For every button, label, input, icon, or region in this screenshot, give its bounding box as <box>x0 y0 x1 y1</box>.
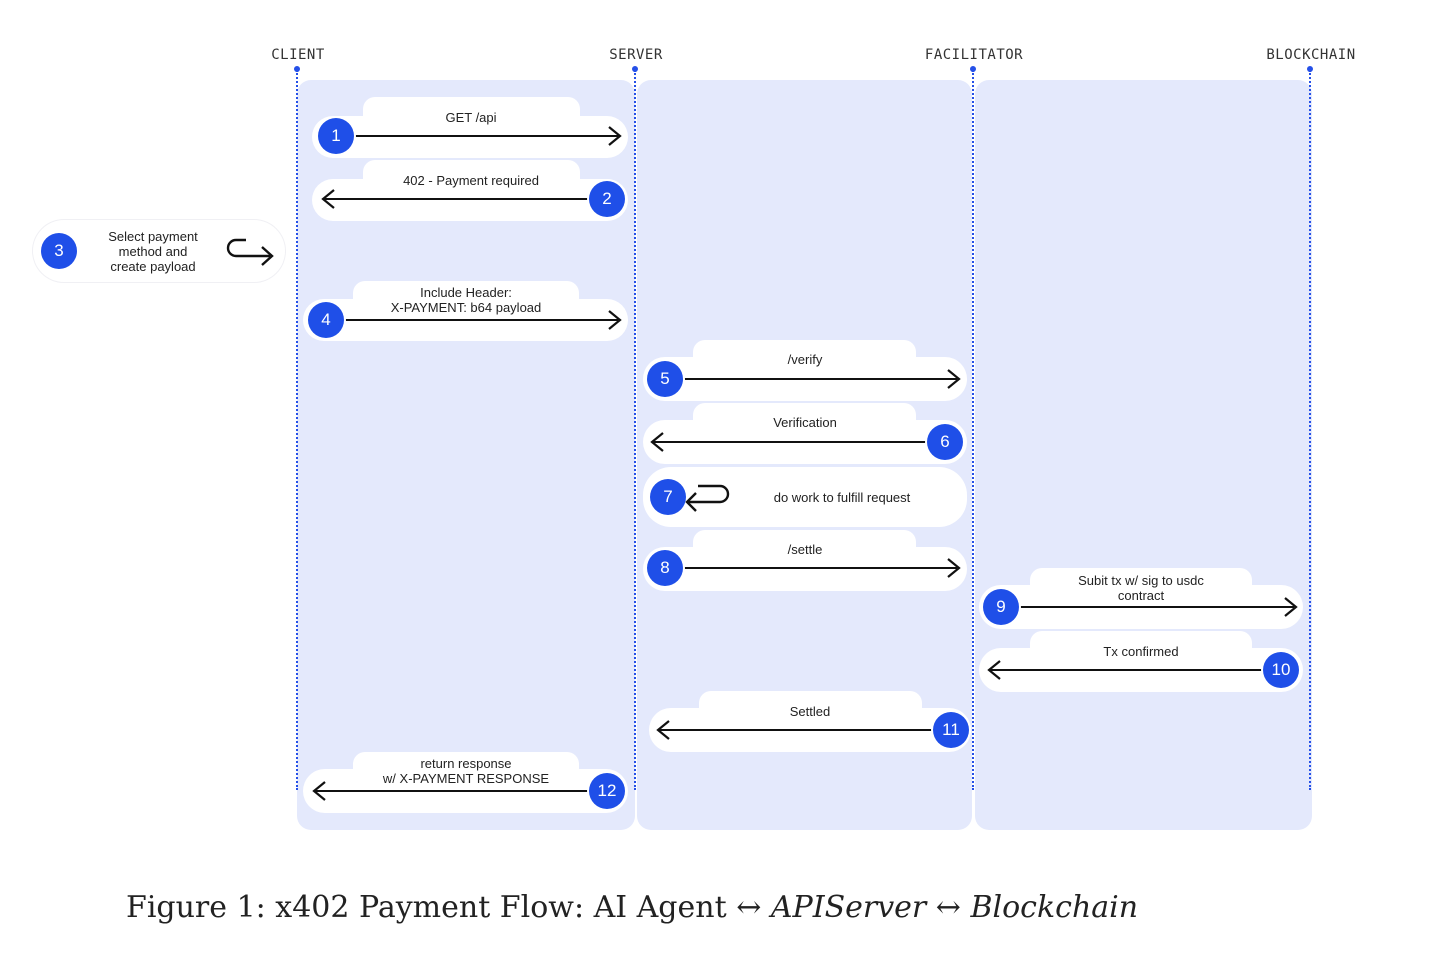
step-12-label-line2: w/ X-PAYMENT RESPONSE <box>382 771 550 786</box>
step-6-label: Verification <box>773 415 837 430</box>
self-loop-arrow-icon <box>226 238 274 266</box>
arrow-left-icon <box>312 781 326 801</box>
arrow-line <box>652 441 932 443</box>
step-badge: 11 <box>933 712 969 748</box>
arrow-right-icon <box>947 369 961 389</box>
actor-server: SERVER <box>609 47 663 63</box>
arrow-left-icon <box>650 432 664 452</box>
arrow-line <box>324 198 594 200</box>
arrow-right-icon <box>1284 597 1298 617</box>
lifeline-dot-server <box>632 66 638 72</box>
step-badge: 4 <box>308 302 344 338</box>
caption-prefix: Figure 1: x402 Payment Flow: AI Agent <box>126 890 737 925</box>
step-8-label: /settle <box>787 542 823 557</box>
arrow-left-icon <box>987 660 1001 680</box>
bidirectional-arrow-icon: ↔ <box>736 890 762 925</box>
arrow-left-icon <box>321 189 335 209</box>
arrow-right-icon <box>608 126 622 146</box>
step-badge: 3 <box>41 233 77 269</box>
arrow-line <box>1016 606 1294 608</box>
step-3-label-line3: create payload <box>110 259 196 274</box>
step-9-label-line2: contract <box>1117 588 1165 603</box>
step-badge: 1 <box>318 118 354 154</box>
self-loop-arrow-icon <box>685 484 730 512</box>
actor-blockchain: BLOCKCHAIN <box>1266 47 1356 63</box>
step-3-label-line1: Select payment <box>108 229 198 244</box>
step-9-label-line1: Subit tx w/ sig to usdc <box>1078 573 1204 588</box>
step-badge: 7 <box>650 479 686 515</box>
step-12-label-line1: return response <box>420 756 512 771</box>
arrow-line <box>340 319 618 321</box>
actor-client: CLIENT <box>271 47 325 63</box>
step-7-label: do work to fulfill request <box>773 490 911 505</box>
caption-api-server: APIServer <box>761 890 936 925</box>
step-3-label-line2: method and <box>118 244 188 259</box>
lifeline-blockchain <box>1309 70 1311 790</box>
step-badge: 6 <box>927 424 963 460</box>
arrow-line <box>658 729 938 731</box>
step-badge: 9 <box>983 589 1019 625</box>
arrow-line <box>314 790 594 792</box>
caption-blockchain: Blockchain <box>960 890 1139 925</box>
arrow-left-icon <box>656 720 670 740</box>
step-4-label-line2: X-PAYMENT: b64 payload <box>390 300 542 315</box>
lifeline-dot-client <box>294 66 300 72</box>
lifeline-dot-facilitator <box>970 66 976 72</box>
step-badge: 12 <box>589 773 625 809</box>
arrow-right-icon <box>608 310 622 330</box>
step-2-label: 402 - Payment required <box>403 173 539 188</box>
step-1-label: GET /api <box>445 110 497 125</box>
figure-caption: Figure 1: x402 Payment Flow: AI Agent ↔ … <box>126 890 1138 925</box>
bidirectional-arrow-icon: ↔ <box>935 890 961 925</box>
step-5-label: /verify <box>787 352 823 367</box>
lifeline-server <box>634 70 636 790</box>
step-badge: 2 <box>589 181 625 217</box>
lifeline-dot-blockchain <box>1307 66 1313 72</box>
lifeline-client <box>296 70 298 790</box>
step-badge: 5 <box>647 361 683 397</box>
step-badge: 8 <box>647 550 683 586</box>
lane-facilitator-blockchain <box>975 80 1312 830</box>
step-10-label: Tx confirmed <box>1103 644 1179 659</box>
lifeline-facilitator <box>972 70 974 790</box>
arrow-line <box>348 135 618 137</box>
arrow-line <box>680 378 957 380</box>
arrow-line <box>680 567 957 569</box>
step-4-label-line1: Include Header: <box>420 285 512 300</box>
step-11-label: Settled <box>789 704 831 719</box>
actor-facilitator: FACILITATOR <box>924 47 1024 63</box>
arrow-right-icon <box>947 558 961 578</box>
step-badge: 10 <box>1263 652 1299 688</box>
arrow-line <box>989 669 1269 671</box>
